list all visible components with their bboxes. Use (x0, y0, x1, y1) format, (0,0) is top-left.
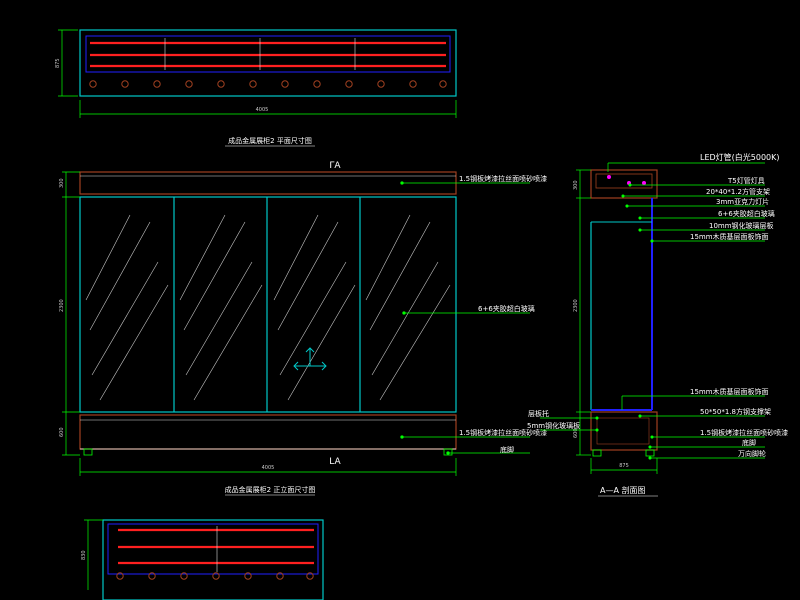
front-light-box (79, 171, 457, 195)
right-foot (443, 448, 453, 456)
callout-wood-panel: 15mm木质基层面板饰面 (690, 232, 769, 241)
plan-inner (85, 35, 451, 73)
section-base (590, 411, 658, 451)
plan-outline (79, 29, 457, 97)
lower-plan-depth-dim: 830 (81, 550, 87, 560)
plan-depth-dim: 875 (55, 58, 61, 68)
callout-glass-shelf: 10mm钢化玻璃层板 (709, 221, 774, 230)
section-view: 300 2300 600 875 LED灯管(白光5000K) T5灯管灯具 2… (527, 152, 788, 497)
lower-plan-view: 830 (81, 519, 324, 600)
plan-view: 875 4005 成品金属展柜2 平面尺寸图 (55, 29, 457, 147)
callout-glass: 6+6夹胶超白玻璃 (478, 304, 535, 313)
section-mark-bottom: LA (329, 457, 341, 467)
callout-shelf-support: 层板托 (528, 409, 549, 418)
callout-base-foot: 底脚 (742, 438, 756, 447)
left-foot (83, 448, 93, 456)
callout-wood-panel-lower: 15mm木质基层面板饰面 (690, 387, 769, 396)
section-top-height: 300 (573, 180, 579, 190)
callout-led: LED灯管(白光5000K) (700, 152, 780, 162)
callout-acrylic: 3mm亚克力灯片 (716, 197, 769, 206)
section-caption: A—A 剖面图 (600, 485, 646, 495)
section-depth-dim: 875 (619, 463, 629, 469)
lower-plan-outline (102, 519, 324, 600)
callout-steel-plate: 1.5钢板烤漆拉丝面喷砂喷漆 (700, 428, 788, 437)
section-base-height: 600 (573, 428, 579, 438)
section-mark-top: ΓA (329, 161, 341, 171)
front-base-height: 600 (59, 427, 65, 437)
callout-caster: 万向脚轮 (738, 449, 766, 458)
callout-foot: 底脚 (500, 445, 514, 454)
section-light-box (590, 169, 658, 199)
glass-hatching (85, 214, 451, 401)
callout-square-tube: 20*40*1.2方管支架 (706, 187, 770, 196)
callout-glass-5mm: 5mm钢化玻璃板 (527, 421, 580, 430)
front-elevation: ΓA LA (59, 161, 547, 496)
plan-width-dim: 4005 (256, 107, 269, 113)
callout-laminated-glass: 6+6夹胶超白玻璃 (718, 209, 775, 218)
callout-base-steel: 1.5钢板烤漆拉丝面喷砂喷漆 (459, 428, 547, 437)
front-glass-height: 2300 (59, 299, 65, 312)
callout-t5: T5灯管灯具 (727, 176, 765, 185)
door-open-arrow-icon (293, 347, 327, 371)
front-width-dim: 4005 (262, 465, 275, 471)
front-glass-frame (79, 196, 457, 413)
section-glass-height: 2300 (573, 299, 579, 312)
front-top-height: 300 (59, 178, 65, 188)
callout-top-steel: 1.5钢板烤漆拉丝面喷砂喷漆 (459, 174, 547, 183)
plan-caster-row (89, 80, 447, 88)
callout-steel-frame: 50*50*1.8方钢支撑架 (700, 407, 771, 416)
front-caption: 成品金属展柜2 正立面尺寸图 (225, 485, 316, 494)
plan-caption: 成品金属展柜2 平面尺寸图 (228, 136, 312, 145)
